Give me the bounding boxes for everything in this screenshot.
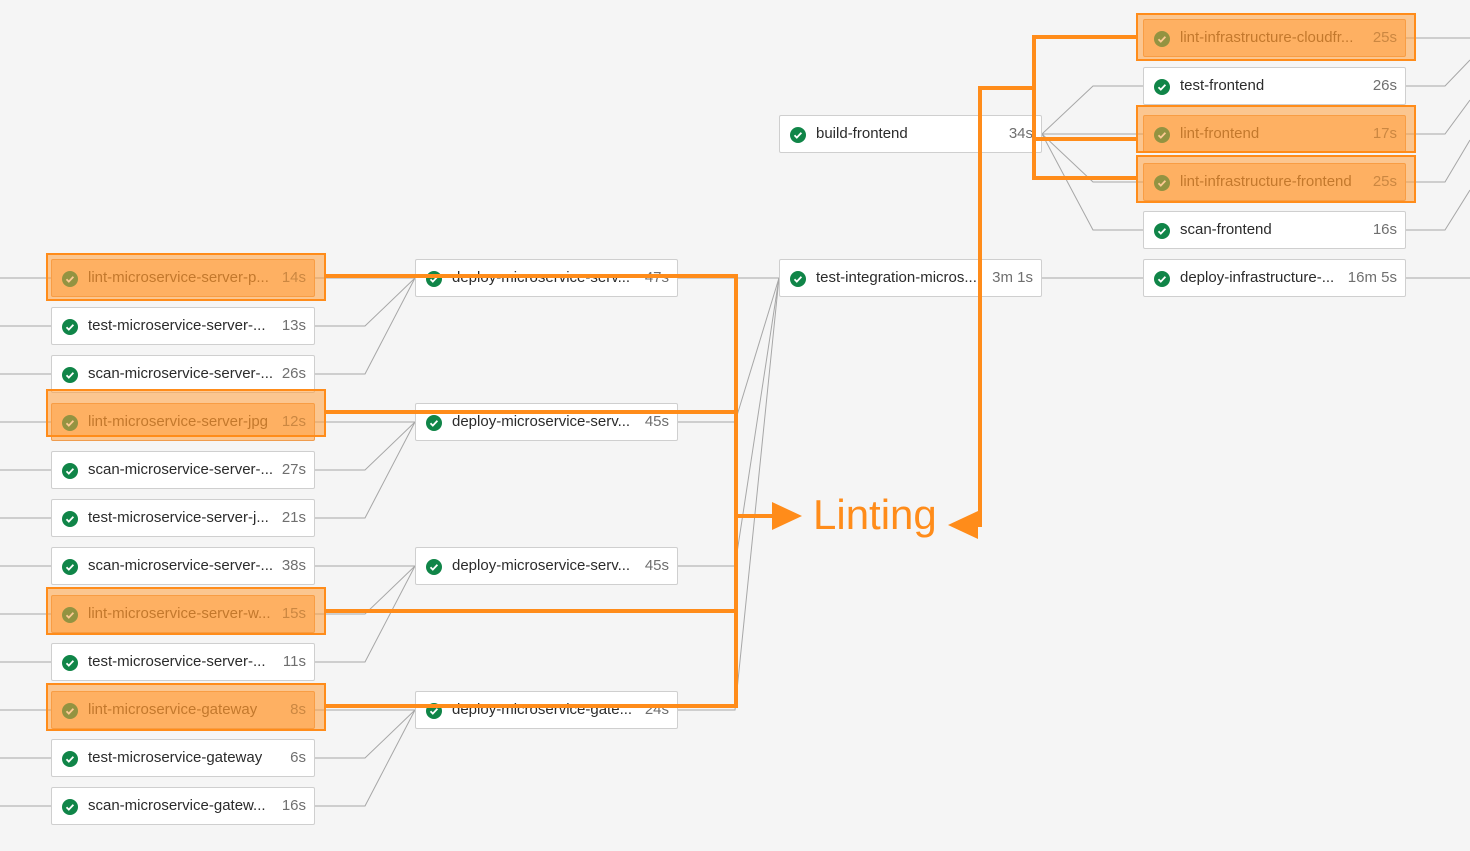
job-duration: 21s — [281, 509, 306, 526]
job-name: test-integration-micros... — [816, 269, 977, 286]
job-name: scan-frontend — [1180, 221, 1272, 238]
check-circle-icon — [62, 463, 78, 479]
job-duration: 27s — [281, 461, 306, 478]
job-name: deploy-microservice-serv... — [452, 269, 631, 286]
job-build-frontend[interactable]: build-frontend 34s — [779, 115, 1042, 153]
check-circle-icon — [62, 415, 78, 431]
job-duration: 24s — [644, 701, 669, 718]
check-circle-icon — [62, 655, 78, 671]
job-duration: 3m 1s — [992, 269, 1033, 286]
check-circle-icon — [426, 271, 442, 287]
job-test-microservice-server[interactable]: test-microservice-server-... 13s — [51, 307, 315, 345]
job-lint-microservice-server-jpg[interactable]: lint-microservice-server-jpg 12s — [51, 403, 315, 441]
job-duration: 25s — [1372, 173, 1397, 190]
job-test-frontend[interactable]: test-frontend 26s — [1143, 67, 1406, 105]
check-circle-icon — [62, 559, 78, 575]
job-name: scan-microservice-server-... — [88, 557, 274, 574]
job-duration: 25s — [1372, 29, 1397, 46]
job-duration: 45s — [644, 557, 669, 574]
job-duration: 15s — [281, 605, 306, 622]
job-scan-frontend[interactable]: scan-frontend 16s — [1143, 211, 1406, 249]
job-name: scan-microservice-gatew... — [88, 797, 266, 814]
job-test-microservice-server[interactable]: test-microservice-server-... 11s — [51, 643, 315, 681]
job-duration: 26s — [1372, 77, 1397, 94]
check-circle-icon — [62, 703, 78, 719]
check-circle-icon — [790, 271, 806, 287]
job-test-microservice-gateway[interactable]: test-microservice-gateway 6s — [51, 739, 315, 777]
job-deploy-microservice-server[interactable]: deploy-microservice-serv... 45s — [415, 403, 678, 441]
job-name: scan-microservice-server-... — [88, 461, 274, 478]
job-name: scan-microservice-server-... — [88, 365, 274, 382]
job-duration: 45s — [644, 413, 669, 430]
check-circle-icon — [790, 127, 806, 143]
job-name: test-microservice-server-... — [88, 653, 266, 670]
check-circle-icon — [1154, 175, 1170, 191]
job-lint-microservice-server-p[interactable]: lint-microservice-server-p... 14s — [51, 259, 315, 297]
job-lint-frontend[interactable]: lint-frontend 17s — [1143, 115, 1406, 153]
job-duration: 16m 5s — [1347, 269, 1397, 286]
job-name: deploy-microservice-serv... — [452, 557, 631, 574]
check-circle-icon — [62, 799, 78, 815]
job-name: deploy-infrastructure-... — [1180, 269, 1335, 286]
job-duration: 26s — [281, 365, 306, 382]
job-duration: 34s — [1008, 125, 1033, 142]
job-name: lint-infrastructure-cloudfr... — [1180, 29, 1354, 46]
job-duration: 8s — [290, 701, 306, 718]
check-circle-icon — [1154, 223, 1170, 239]
job-test-microservice-server-j[interactable]: test-microservice-server-j... 21s — [51, 499, 315, 537]
job-duration: 11s — [282, 653, 306, 670]
job-duration: 13s — [281, 317, 306, 334]
job-lint-infrastructure-cloudfront[interactable]: lint-infrastructure-cloudfr... 25s — [1143, 19, 1406, 57]
job-name: lint-frontend — [1180, 125, 1260, 142]
job-duration: 16s — [1372, 221, 1397, 238]
job-name: lint-infrastructure-frontend — [1180, 173, 1352, 190]
check-circle-icon — [62, 511, 78, 527]
job-name: deploy-microservice-serv... — [452, 413, 631, 430]
job-test-integration-microservice[interactable]: test-integration-micros... 3m 1s — [779, 259, 1042, 297]
check-circle-icon — [62, 271, 78, 287]
job-duration: 12s — [281, 413, 306, 430]
check-circle-icon — [1154, 79, 1170, 95]
job-duration: 17s — [1372, 125, 1397, 142]
job-lint-infrastructure-frontend[interactable]: lint-infrastructure-frontend 25s — [1143, 163, 1406, 201]
check-circle-icon — [62, 367, 78, 383]
job-name: deploy-microservice-gate... — [452, 701, 633, 718]
job-lint-microservice-server-w[interactable]: lint-microservice-server-w... 15s — [51, 595, 315, 633]
job-name: lint-microservice-server-jpg — [88, 413, 269, 430]
job-name: test-microservice-server-... — [88, 317, 266, 334]
check-circle-icon — [426, 415, 442, 431]
job-duration: 38s — [281, 557, 306, 574]
job-name: lint-microservice-gateway — [88, 701, 258, 718]
job-name: lint-microservice-server-w... — [88, 605, 271, 622]
check-circle-icon — [62, 319, 78, 335]
linting-label: Linting — [813, 491, 937, 538]
job-name: test-microservice-server-j... — [88, 509, 269, 526]
check-circle-icon — [1154, 127, 1170, 143]
check-circle-icon — [426, 703, 442, 719]
job-name: test-microservice-gateway — [88, 749, 263, 766]
job-name: build-frontend — [816, 125, 908, 142]
check-circle-icon — [1154, 271, 1170, 287]
check-circle-icon — [1154, 31, 1170, 47]
job-deploy-microservice-server[interactable]: deploy-microservice-serv... 45s — [415, 547, 678, 585]
job-lint-microservice-gateway[interactable]: lint-microservice-gateway 8s — [51, 691, 315, 729]
job-deploy-infrastructure[interactable]: deploy-infrastructure-... 16m 5s — [1143, 259, 1406, 297]
job-duration: 14s — [281, 269, 306, 286]
job-duration: 47s — [644, 269, 669, 286]
job-duration: 16s — [281, 797, 306, 814]
job-scan-microservice-gateway[interactable]: scan-microservice-gatew... 16s — [51, 787, 315, 825]
job-deploy-microservice-server[interactable]: deploy-microservice-serv... 47s — [415, 259, 678, 297]
check-circle-icon — [62, 751, 78, 767]
job-duration: 6s — [290, 749, 306, 766]
job-name: test-frontend — [1180, 77, 1265, 94]
check-circle-icon — [426, 559, 442, 575]
check-circle-icon — [62, 607, 78, 623]
job-deploy-microservice-gateway[interactable]: deploy-microservice-gate... 24s — [415, 691, 678, 729]
job-scan-microservice-server[interactable]: scan-microservice-server-... 27s — [51, 451, 315, 489]
job-name: lint-microservice-server-p... — [88, 269, 269, 286]
job-scan-microservice-server[interactable]: scan-microservice-server-... 38s — [51, 547, 315, 585]
job-scan-microservice-server[interactable]: scan-microservice-server-... 26s — [51, 355, 315, 393]
